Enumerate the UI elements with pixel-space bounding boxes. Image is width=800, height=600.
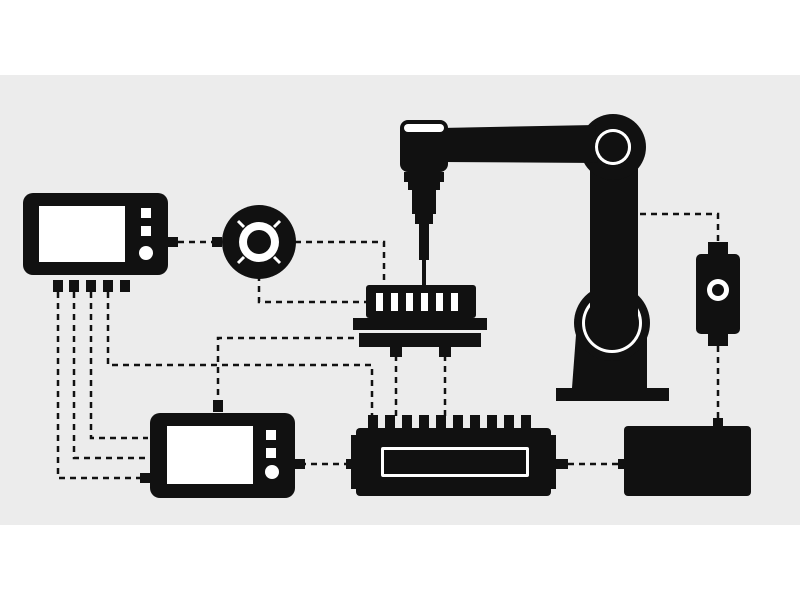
hmi-key-1 [141, 208, 151, 218]
hmi-panel-bottom [140, 400, 305, 498]
hmi-key-1 [266, 430, 276, 440]
plc-terminals [368, 415, 531, 428]
wire-vision-to-fixture [295, 240, 386, 288]
hmi-top-port-left [168, 237, 178, 247]
hmi-screen [167, 426, 253, 484]
spindle-tool [400, 120, 448, 285]
wire-hmi-top-to-hmi-bottom-c [89, 292, 148, 440]
wire-hmi-top-to-plc-a [106, 292, 374, 416]
proximity-sensor [696, 242, 740, 346]
plc-controller [346, 415, 568, 496]
hmi-top-terminal-3 [86, 280, 96, 292]
power-box-icon [624, 426, 751, 496]
hmi-dial [139, 246, 153, 260]
wire-fixture-to-hmi-bottom [216, 336, 365, 400]
hmi-top-terminal-5 [120, 280, 130, 292]
hmi-dial [265, 465, 279, 479]
hmi-key-2 [141, 226, 151, 236]
hmi-top-terminal-2 [69, 280, 79, 292]
camera-ring-ticks [236, 219, 282, 265]
robot-arm [400, 114, 669, 401]
connection-wires [56, 212, 720, 480]
robot-upper-arm [440, 125, 598, 163]
hmi-top-terminal-1 [53, 280, 63, 292]
hmi-top-terminal-4 [103, 280, 113, 292]
hmi-panel-top [23, 193, 178, 292]
spindle-icon [400, 120, 448, 172]
wire-vision-down-to-fixture [257, 275, 366, 304]
power-supply [618, 418, 751, 496]
hmi-key-2 [266, 448, 276, 458]
robot-base-plate [556, 388, 669, 401]
vision-sensor [212, 205, 296, 279]
hmi-screen [39, 206, 125, 262]
wire-hmi-top-to-hmi-bottom-a [56, 292, 140, 480]
fixture-module [353, 285, 487, 357]
wire-robot-to-sensor [640, 212, 720, 242]
wire-hmi-top-to-hmi-bottom-b [72, 292, 148, 460]
